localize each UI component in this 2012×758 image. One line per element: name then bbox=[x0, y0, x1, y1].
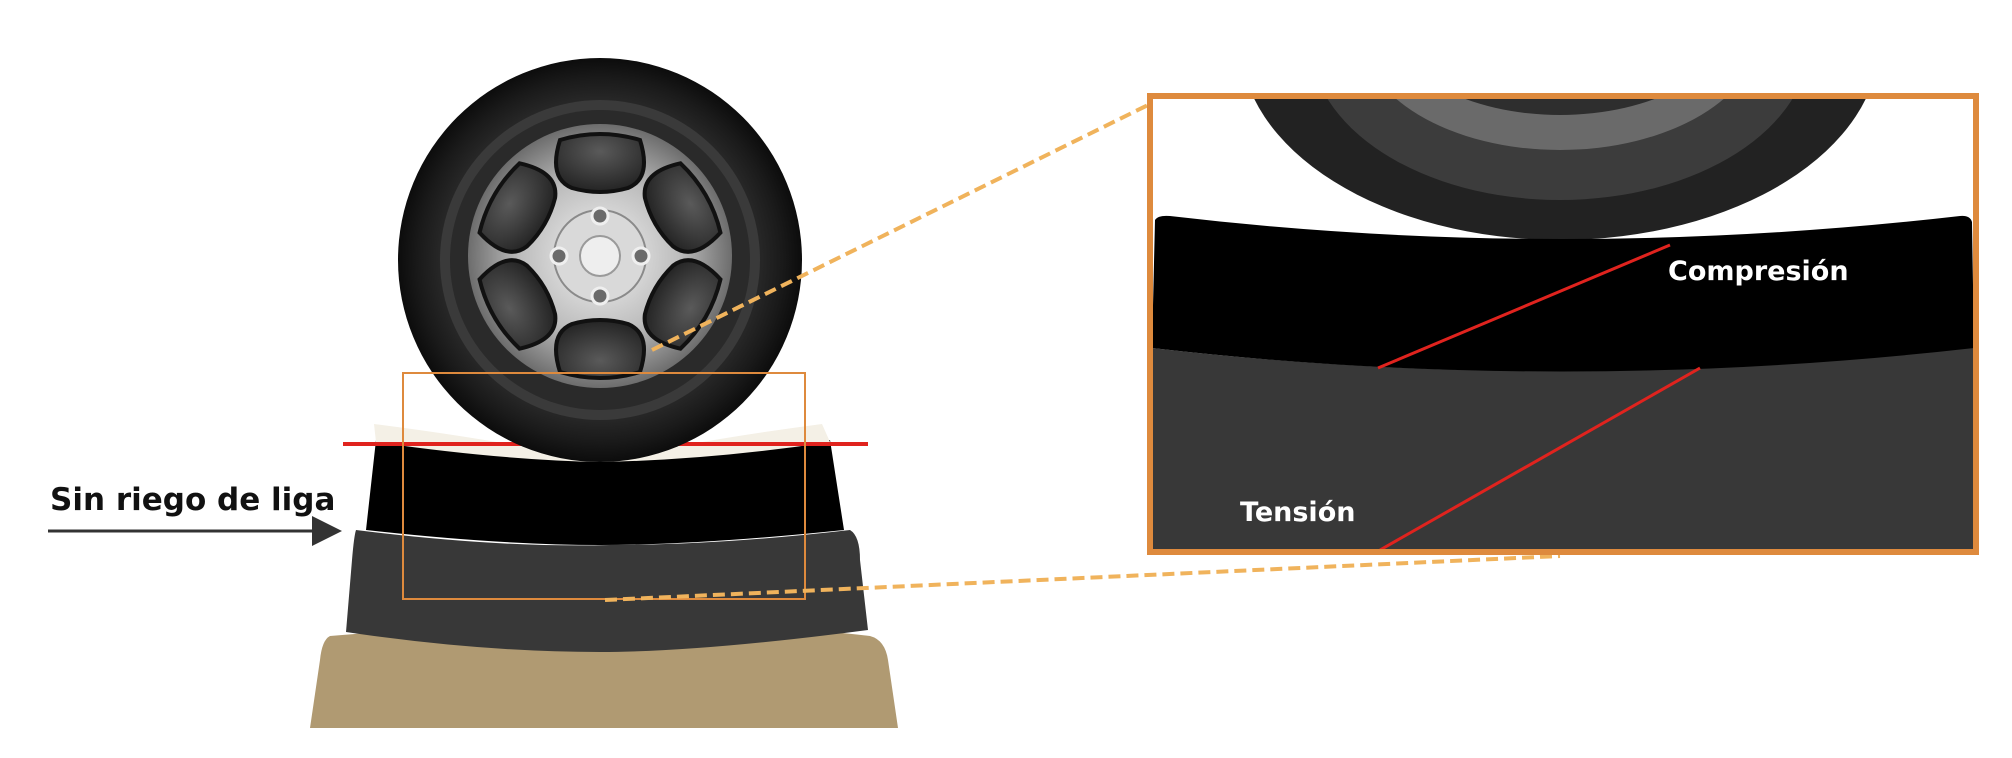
asphalt-bottom-layer bbox=[346, 530, 868, 652]
base-soil-layer bbox=[310, 623, 898, 728]
zoom-frame bbox=[1147, 93, 1979, 555]
leader-line-top bbox=[651, 102, 1151, 352]
rim-pockets bbox=[477, 132, 723, 380]
leader-line-bottom bbox=[604, 554, 1561, 602]
zoom-top-layer bbox=[1152, 215, 1974, 372]
tension-label: Tensión bbox=[1240, 497, 1356, 528]
asphalt-surface-layer bbox=[374, 424, 830, 462]
compression-line bbox=[1377, 243, 1671, 370]
zoom-region-box bbox=[402, 372, 806, 600]
compression-label: Compresión bbox=[1668, 256, 1849, 287]
zoom-detail-panel bbox=[1152, 98, 1974, 550]
unbonded-layer-label: Sin riego de liga bbox=[50, 482, 336, 518]
lug-nuts bbox=[549, 206, 651, 306]
wheel bbox=[398, 58, 802, 462]
tension-line bbox=[1379, 366, 1701, 550]
asphalt-top-layer bbox=[366, 440, 844, 545]
